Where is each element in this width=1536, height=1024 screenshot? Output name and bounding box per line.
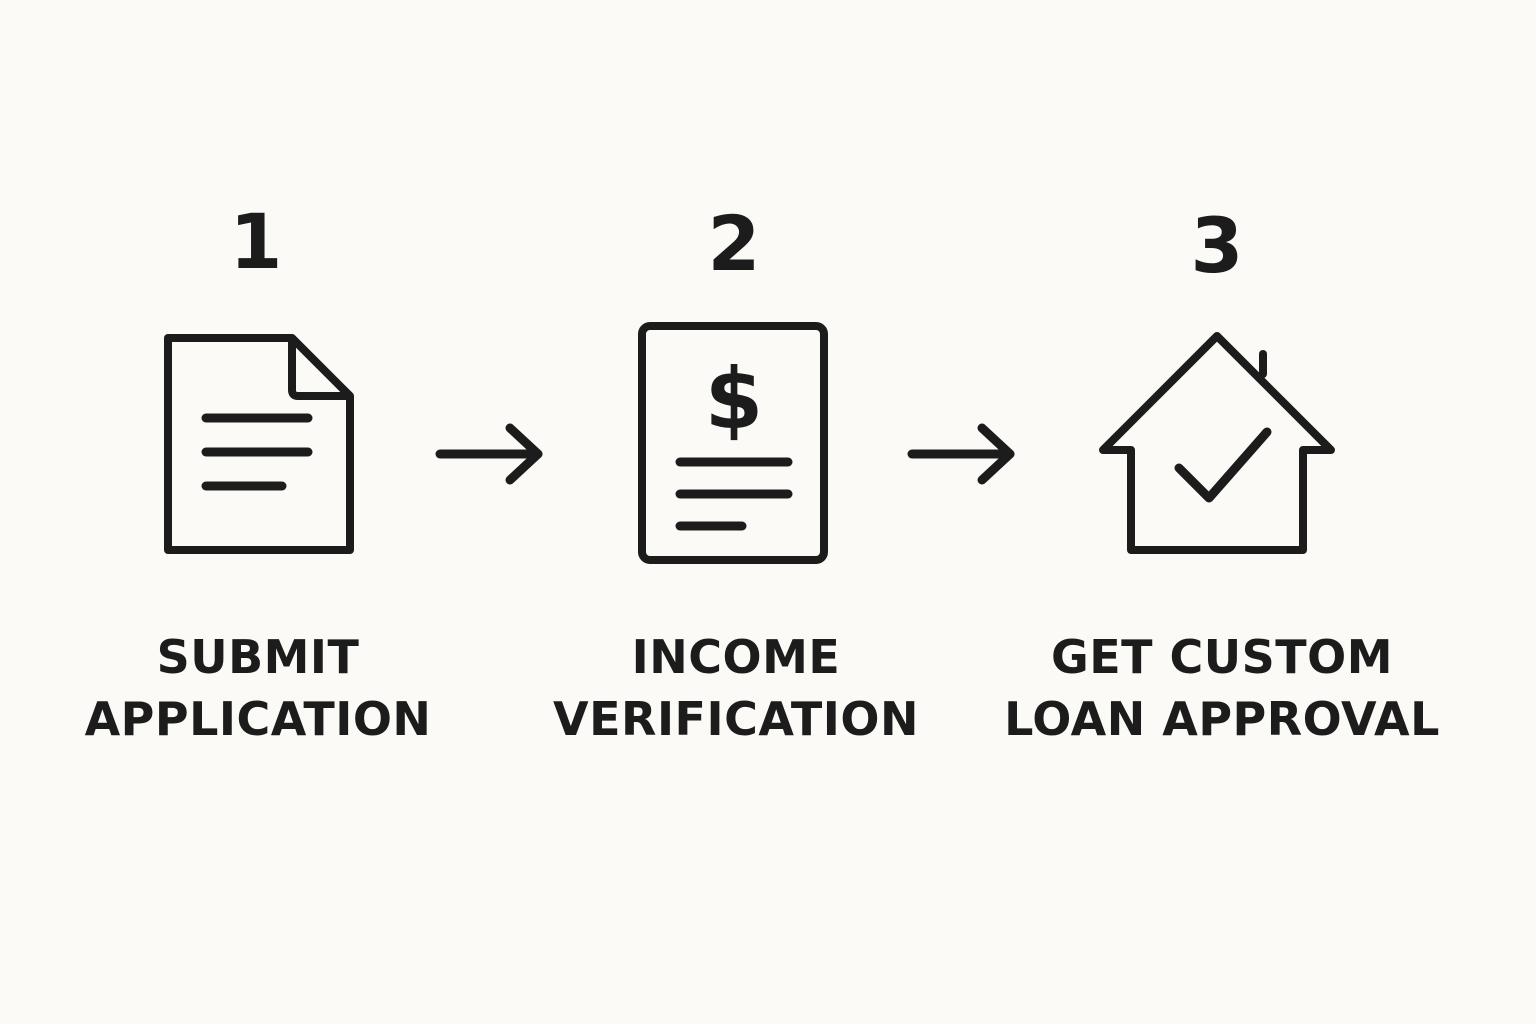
dollar-document-icon: $	[638, 322, 828, 564]
step-2-label-line-2: VERIFICATION	[553, 692, 919, 746]
svg-text:$: $	[705, 350, 763, 448]
arrow-right-icon	[435, 423, 543, 485]
step-1-label: SUBMIT APPLICATION	[38, 626, 478, 750]
step-1-label-line-2: APPLICATION	[84, 692, 432, 746]
step-3-label: GET CUSTOM LOAN APPROVAL	[1002, 626, 1442, 750]
step-1-number: 1	[229, 197, 283, 286]
step-2-label: INCOME VERIFICATION	[516, 626, 956, 750]
house-checkmark-icon	[1099, 332, 1335, 554]
step-1-label-line-1: SUBMIT	[156, 630, 360, 684]
step-2-number: 2	[707, 199, 761, 288]
step-2-label-line-1: INCOME	[631, 630, 841, 684]
document-icon	[164, 334, 354, 554]
step-3-number: 3	[1190, 201, 1244, 290]
step-3-label-line-1: GET CUSTOM	[1050, 630, 1394, 684]
arrow-right-icon	[907, 423, 1015, 485]
step-3-label-line-2: LOAN APPROVAL	[1004, 692, 1440, 746]
